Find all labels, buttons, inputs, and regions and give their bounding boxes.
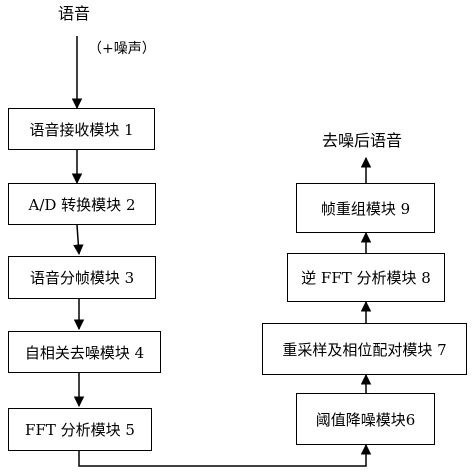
module-label: 阈值降噪模块6 xyxy=(315,410,416,429)
arrow-2-to-3 xyxy=(73,224,84,256)
module-label: FFT 分析模块 5 xyxy=(25,421,135,439)
module-label: 语音分帧模块 3 xyxy=(29,269,135,287)
module-threshold-denoise: 阈值降噪模块6 xyxy=(296,393,435,445)
module-autocorrelation-denoise: 自相关去噪模块 4 xyxy=(8,331,161,373)
module-resample-phase-pair: 重采样及相位配对模块 7 xyxy=(262,323,467,375)
noise-label: （+噪声） xyxy=(88,41,156,57)
module-label: 语音接收模块 1 xyxy=(29,120,134,139)
arrow-5-to-6 xyxy=(78,443,372,467)
module-label: 重采样及相位配对模块 7 xyxy=(282,340,447,359)
module-label: 自相关去噪模块 4 xyxy=(24,343,145,362)
module-label: 帧重组模块 9 xyxy=(320,199,411,218)
module-inverse-fft: 逆 FFT 分析模块 8 xyxy=(287,253,445,302)
module-fft-analysis: FFT 分析模块 5 xyxy=(8,408,152,451)
module-label: A/D 转换模块 2 xyxy=(28,195,136,214)
output-label: 去噪后语音 xyxy=(322,131,403,150)
module-framing: 语音分帧模块 3 xyxy=(8,256,156,299)
module-label: 逆 FFT 分析模块 8 xyxy=(301,269,431,287)
module-ad-convert: A/D 转换模块 2 xyxy=(8,183,156,225)
module-frame-reassembly: 帧重组模块 9 xyxy=(296,183,435,233)
module-speech-receive: 语音接收模块 1 xyxy=(8,108,155,150)
input-label: 语音 xyxy=(58,4,91,23)
